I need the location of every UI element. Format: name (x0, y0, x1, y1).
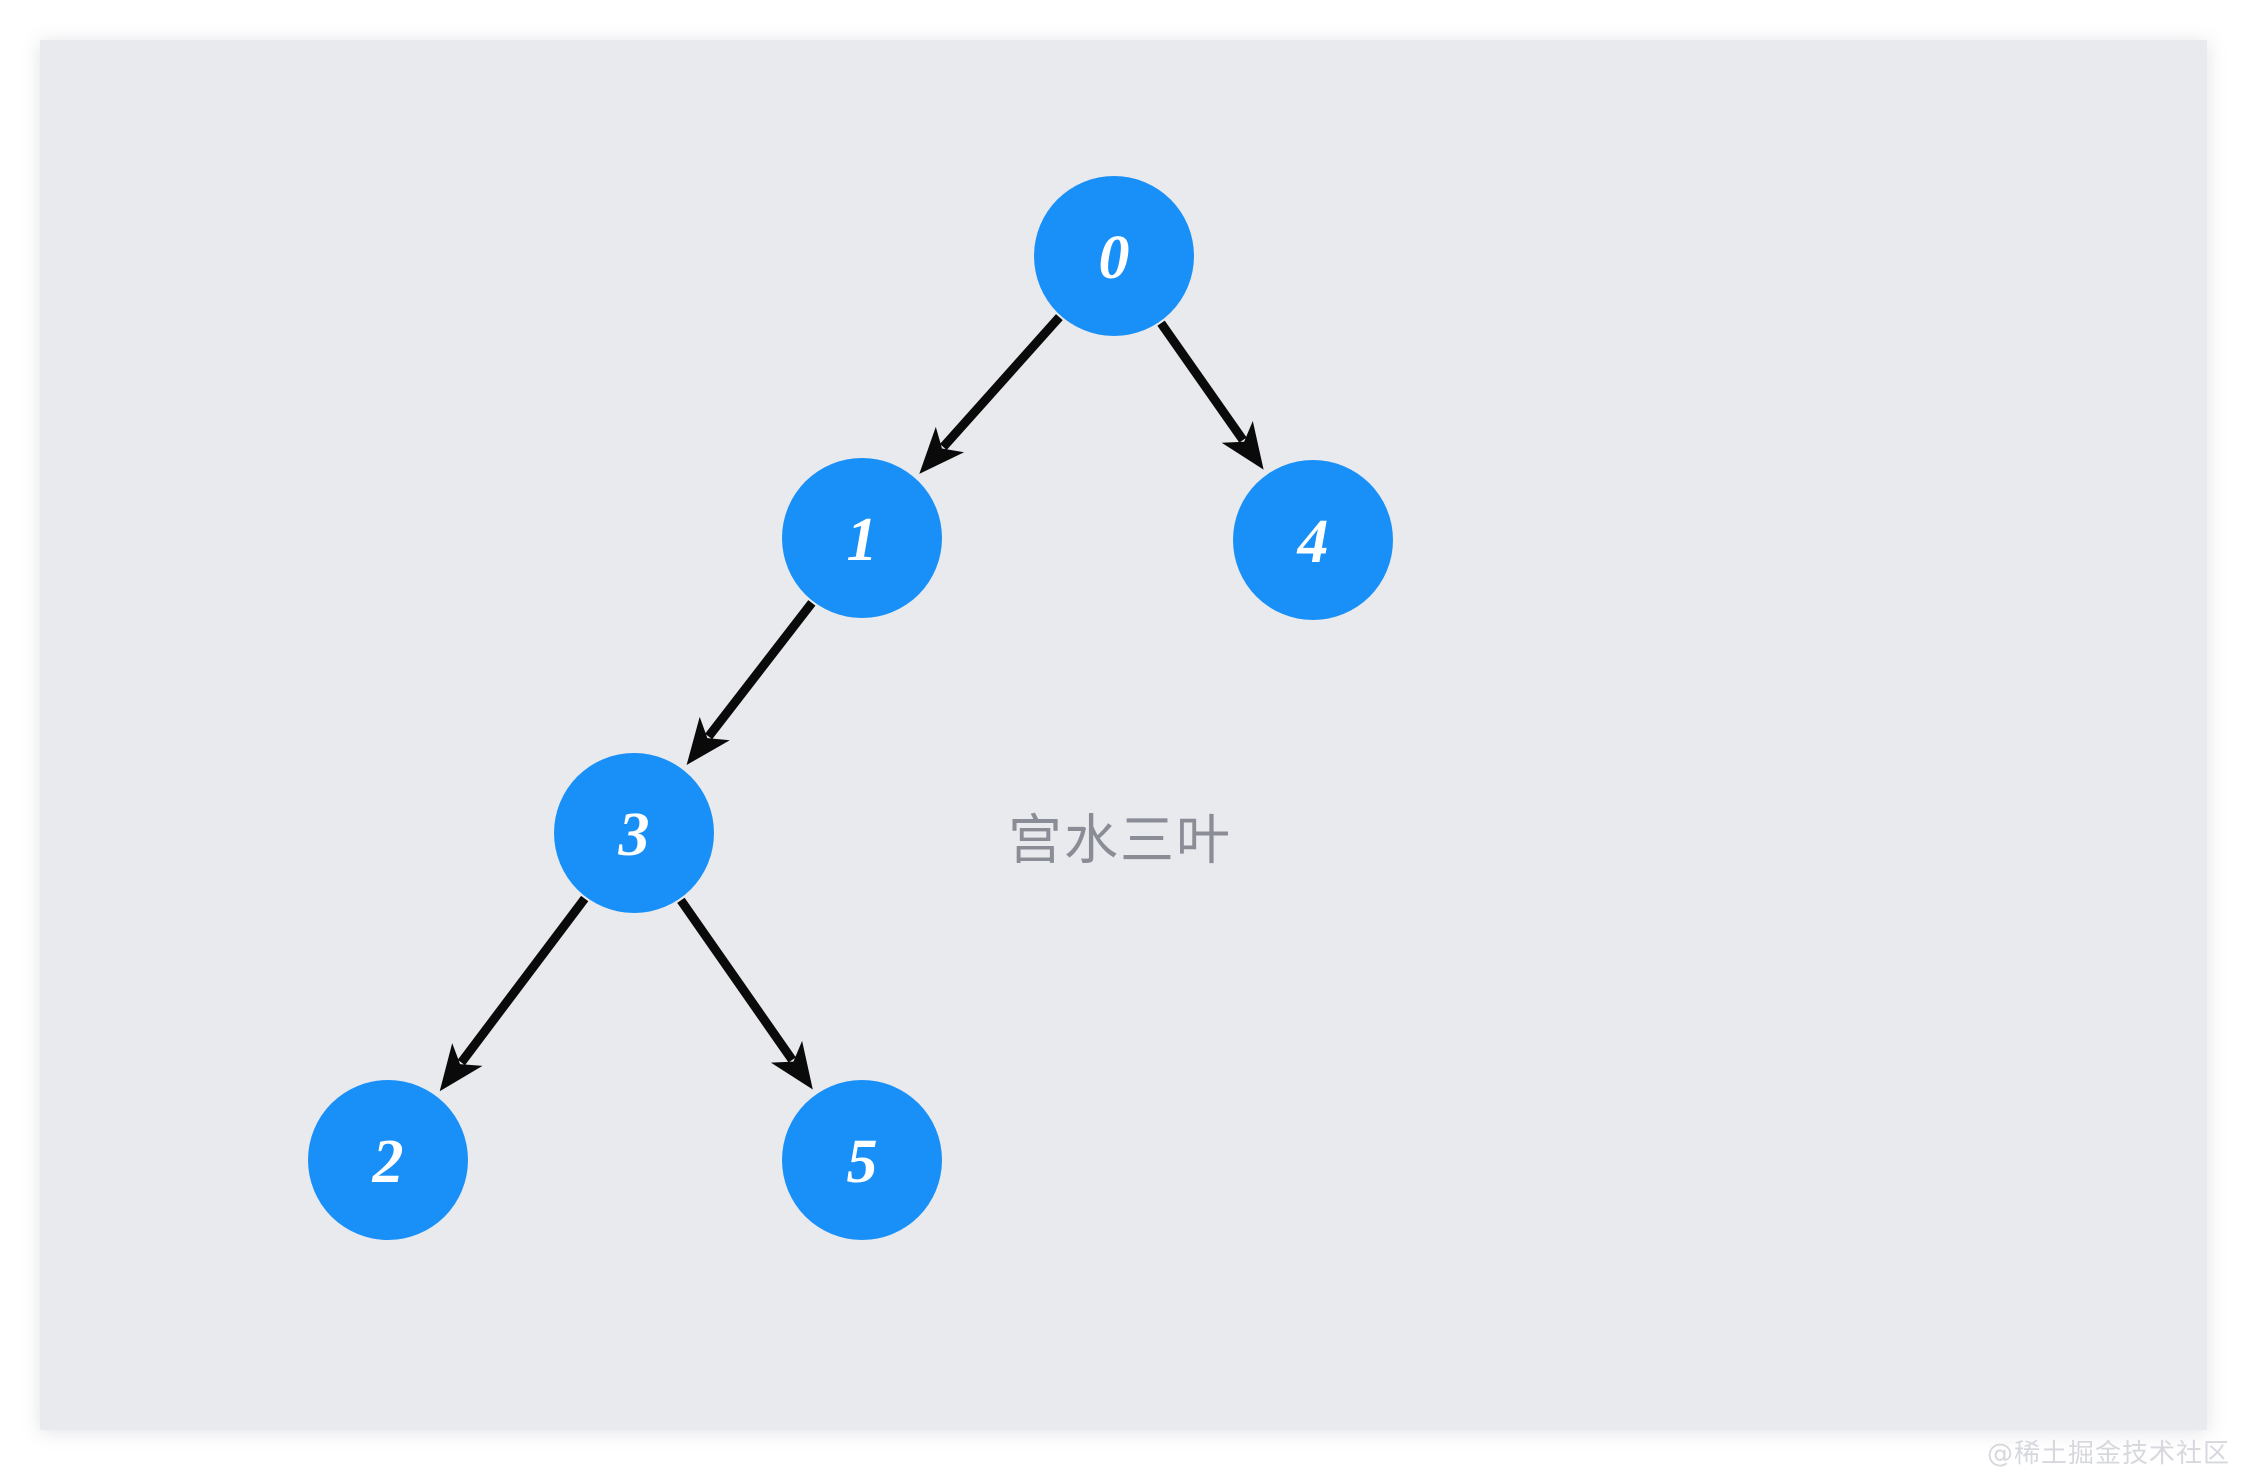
node-label: 4 (1297, 508, 1329, 576)
node-circle[interactable] (782, 1080, 942, 1240)
tree-node-1[interactable]: 1 (782, 458, 942, 618)
tree-node-4[interactable]: 4 (1233, 460, 1393, 620)
tree-edge (1157, 320, 1247, 443)
edge-arrowhead (439, 1043, 483, 1092)
edge-arrowhead (919, 426, 965, 474)
node-circle[interactable] (554, 753, 714, 913)
diagram-canvas: 0 1 4 3 2 5 宫水三叶 (40, 40, 2207, 1430)
node-label: 1 (847, 506, 878, 574)
tree-node-0[interactable]: 0 (1034, 176, 1194, 336)
tree-edge (677, 897, 796, 1063)
tree-node-2[interactable]: 2 (308, 1080, 468, 1240)
node-circle[interactable] (782, 458, 942, 618)
tree-edge (705, 600, 816, 740)
corner-watermark: @稀土掘金技术社区 (1986, 1439, 2230, 1469)
node-label: 0 (1099, 224, 1130, 292)
center-watermark: 宫水三叶 (1008, 809, 1232, 872)
node-circle[interactable] (308, 1080, 468, 1240)
edge-arrowhead (1221, 421, 1264, 470)
node-circle[interactable] (1233, 460, 1393, 620)
edge-arrowhead (770, 1040, 813, 1090)
binary-tree-svg: 0 1 4 3 2 5 宫水三叶 (308, 176, 1393, 1240)
tree-edge (457, 895, 589, 1066)
tree-node-3[interactable]: 3 (554, 753, 714, 913)
node-circle[interactable] (1034, 176, 1194, 336)
nodes-group: 0 1 4 3 2 5 (308, 176, 1393, 1240)
node-label: 5 (847, 1128, 878, 1196)
edge-arrowhead (686, 716, 730, 765)
tree-node-5[interactable]: 5 (782, 1080, 942, 1240)
node-label: 3 (618, 801, 650, 869)
tree-edge (939, 314, 1063, 451)
edges-group (439, 314, 1264, 1092)
node-label: 2 (372, 1128, 404, 1196)
